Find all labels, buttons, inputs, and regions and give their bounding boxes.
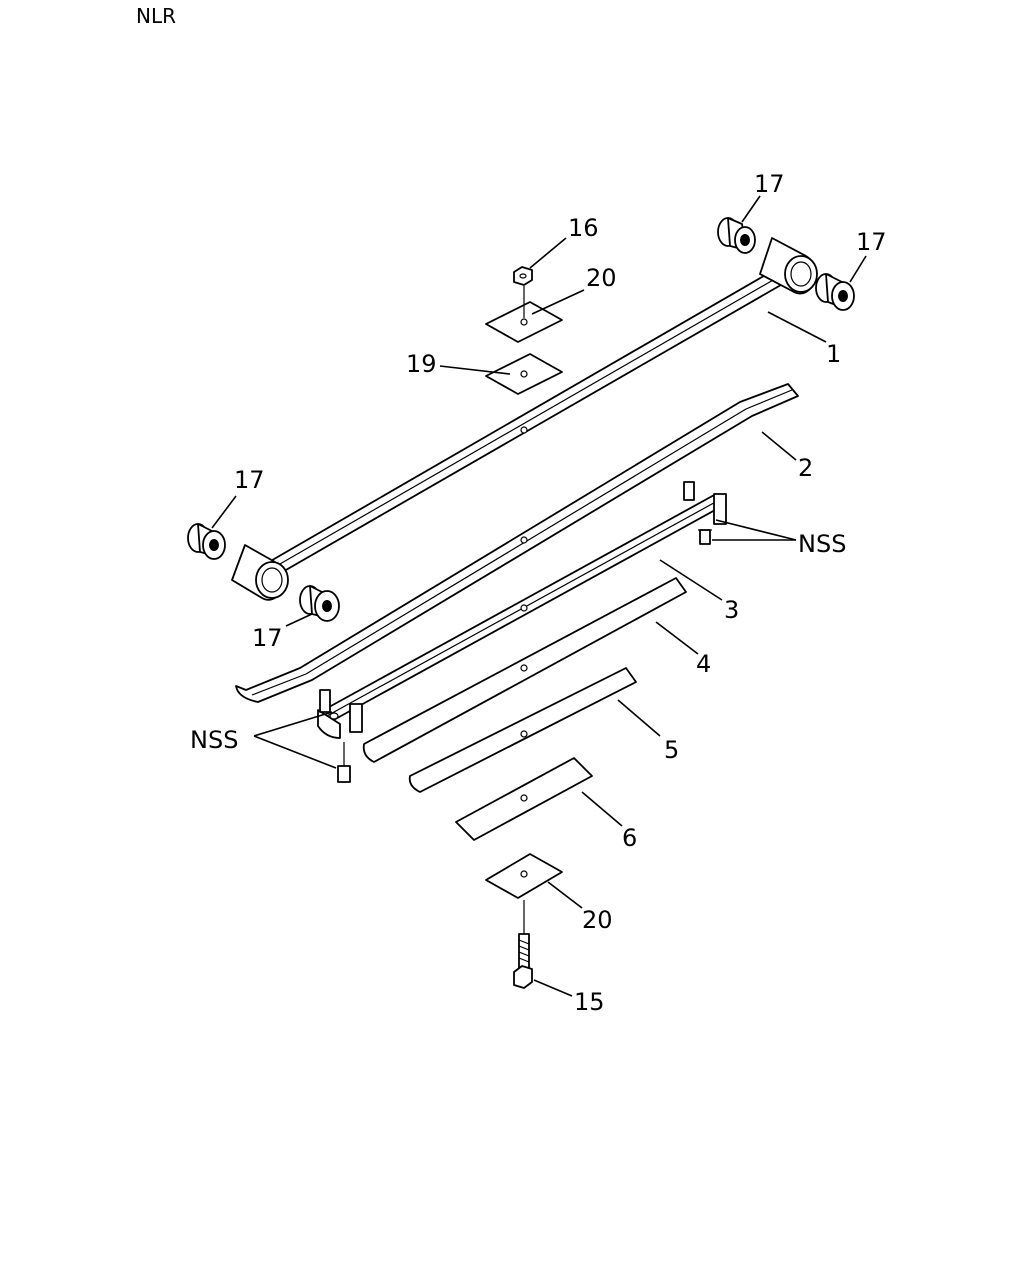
part-1-main-leaf	[231, 237, 818, 601]
callout-3: 3	[724, 596, 739, 624]
callout-15: 15	[574, 988, 605, 1016]
part-17-bushing-left	[187, 523, 226, 560]
callout-19: 19	[406, 350, 437, 378]
leader-lines	[211, 195, 867, 997]
callout-6: 6	[622, 824, 637, 852]
callout-2: 2	[798, 454, 813, 482]
part-5-leaf	[408, 667, 637, 793]
model-code: NLR	[136, 4, 176, 28]
part-19-plate	[485, 353, 563, 395]
part-4-leaf	[362, 577, 687, 763]
part-2-second-leaf	[235, 383, 799, 703]
callout-17-left: 17	[234, 466, 265, 494]
callout-17-top: 17	[754, 170, 785, 198]
callout-17-right: 17	[856, 228, 887, 256]
callout-nss-right: NSS	[798, 530, 846, 558]
callout-nss-left: NSS	[190, 726, 238, 754]
part-17-bushing-right	[815, 273, 855, 311]
callout-20-lower: 20	[582, 906, 613, 934]
part-20-lower-plate	[485, 853, 563, 899]
part-17-bushing-lower-left	[299, 585, 340, 622]
callout-5: 5	[664, 736, 679, 764]
part-20-upper-plate	[485, 301, 563, 343]
nss-bolt-right	[698, 529, 712, 545]
callout-1: 1	[826, 340, 841, 368]
part-17-bushing-top	[717, 217, 756, 254]
callout-4: 4	[696, 650, 711, 678]
part-15-center-bolt	[513, 900, 533, 989]
callout-20-upper: 20	[586, 264, 617, 292]
nss-bolt-left	[337, 742, 351, 783]
part-16-nut	[513, 266, 533, 286]
part-3-clip-leaf	[317, 481, 727, 739]
part-6-leaf	[455, 757, 593, 841]
callout-17-lower-left: 17	[252, 624, 283, 652]
callout-16: 16	[568, 214, 599, 242]
